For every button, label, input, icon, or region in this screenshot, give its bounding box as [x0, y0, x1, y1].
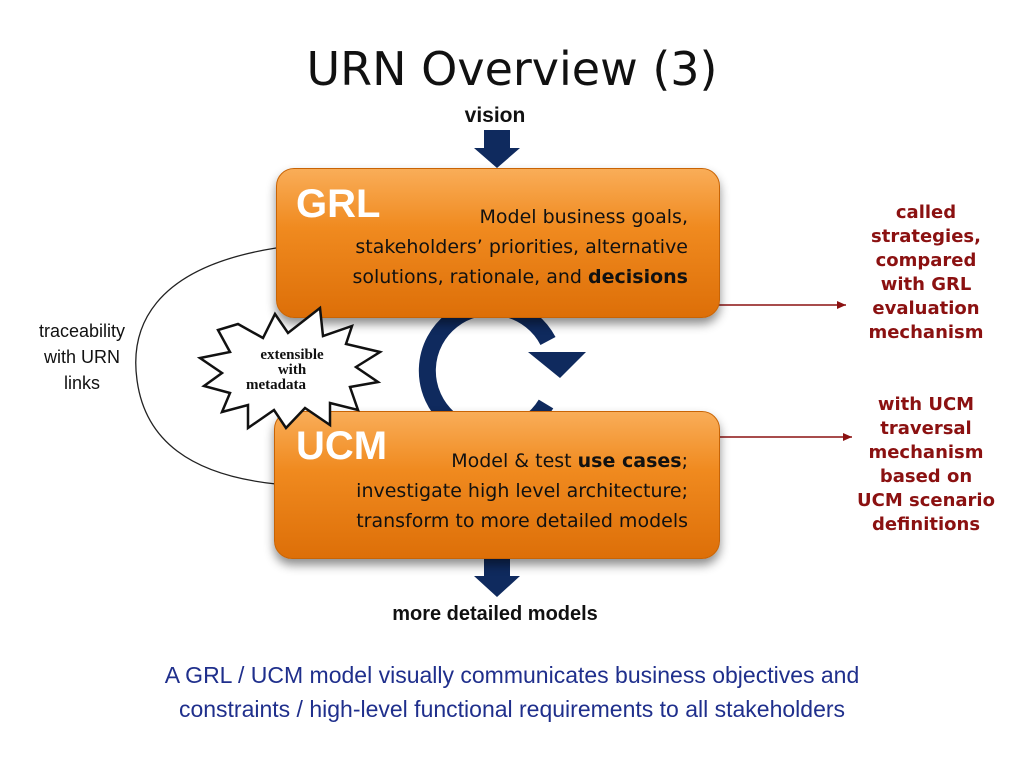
ucm-line-2: investigate high level architecture; — [356, 480, 688, 502]
output-arrow — [474, 556, 520, 597]
ucm-note-line: based on — [879, 466, 973, 487]
cycle-arrow-head — [528, 352, 586, 378]
traceability-line: traceability — [38, 321, 126, 341]
grl-description: Model business goals, stakeholders’ prio… — [300, 202, 688, 292]
output-label: more detailed models — [392, 603, 598, 625]
grl-decisions-bold: decisions — [588, 266, 688, 288]
star-line: metadata — [246, 377, 306, 393]
grl-box — [276, 168, 720, 318]
ucm-note-line: with UCM — [877, 394, 975, 415]
grl-line-3: solutions, rationale, and decisions — [300, 262, 688, 292]
ucm-title: UCM — [296, 424, 388, 468]
ucm-description: Model & test use cases; investigate high… — [300, 446, 688, 536]
grl-line-2: stakeholders’ priorities, alternative — [355, 236, 688, 258]
ucm-box — [274, 411, 720, 559]
traceability-label: traceability with URN links — [20, 318, 144, 396]
star-line: with — [277, 362, 307, 378]
grl-title: GRL — [296, 182, 381, 226]
traceability-line: links — [63, 373, 100, 393]
grl-note-line: mechanism — [868, 322, 984, 343]
grl-line-1: Model business goals, — [479, 206, 688, 228]
grl-evaluation-note: called strategies, compared with GRL eva… — [846, 201, 1006, 345]
extensible-star-label: extensible with metadata — [244, 348, 340, 393]
ucm-note-line: definitions — [871, 514, 981, 535]
ucm-note-line: mechanism — [868, 442, 984, 463]
grl-note-line: evaluation — [872, 298, 980, 319]
ucm-line-1: Model & test use cases; — [300, 446, 688, 476]
traceability-line: with URN — [43, 347, 120, 367]
vision-arrow — [474, 130, 520, 168]
ucm-note-line: UCM scenario — [857, 490, 995, 511]
ucm-line-1-text: Model & test — [451, 450, 578, 472]
star-line: extensible — [260, 347, 324, 363]
vision-label: vision — [464, 104, 526, 127]
slide-caption: A GRL / UCM model visually communicates … — [40, 658, 984, 726]
ucm-note-line: traversal — [880, 418, 972, 439]
grl-note-line: called — [895, 202, 957, 223]
extensible-star-shape — [196, 305, 384, 431]
ucm-traversal-note: with UCM traversal mechanism based on UC… — [838, 393, 1014, 537]
ucm-line-1-end: ; — [681, 450, 688, 472]
caption-line-1: A GRL / UCM model visually communicates … — [164, 662, 860, 688]
traceability-curve — [135, 247, 277, 485]
grl-line-3-text: solutions, rationale, and — [352, 266, 589, 288]
caption-line-2: constraints / high-level functional requ… — [178, 696, 846, 722]
grl-note-line: with GRL — [880, 274, 972, 295]
grl-note-line: strategies, — [871, 226, 981, 247]
ucm-use-cases-bold: use cases — [577, 450, 682, 472]
slide-title: URN Overview (3) — [306, 42, 718, 96]
ucm-line-3: transform to more detailed models — [356, 510, 688, 532]
grl-note-line: compared — [875, 250, 977, 271]
